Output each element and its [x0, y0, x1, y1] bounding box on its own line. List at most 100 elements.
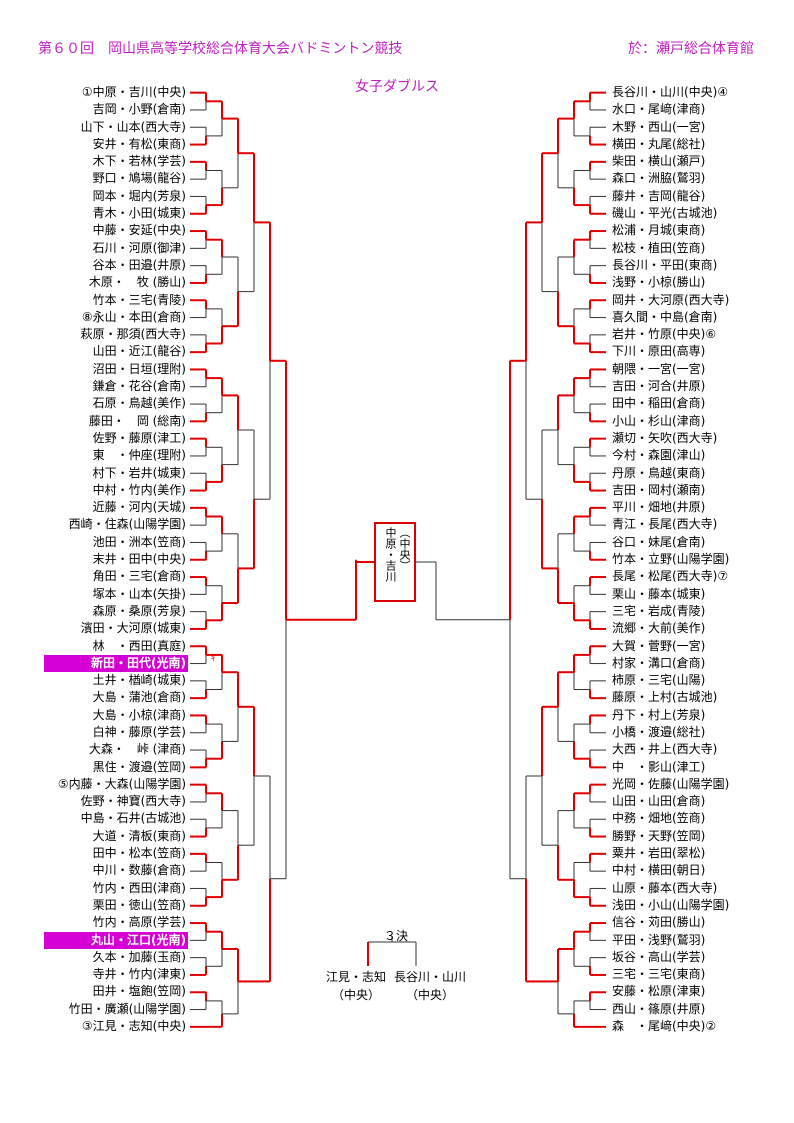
- left-entry: 中藤・安延(中央): [92, 223, 186, 238]
- left-entry: 竹内・高原(学芸): [92, 915, 186, 930]
- left-entry: 竹本・三宅(青陵): [92, 292, 186, 307]
- right-entry: 中 ・影山(津工): [612, 759, 706, 774]
- right-entry: 村家・溝口(倉商): [612, 655, 706, 670]
- venue-label: 於：瀬戸総合体育館: [628, 41, 754, 57]
- right-entry: 三宅・三宅(東商): [612, 967, 706, 982]
- right-entry: 信谷・苅田(勝山): [612, 915, 706, 930]
- right-entry: 横田・丸尾(総社): [612, 136, 706, 151]
- left-entry: 中川・数藤(倉商): [92, 863, 186, 878]
- right-entry: 小山・杉山(津商): [612, 413, 706, 428]
- third-place-b-school: （中央）: [406, 988, 455, 1002]
- right-entry: 中村・横田(朝日): [612, 863, 706, 878]
- right-entry: 喜久間・中島(倉南): [612, 309, 718, 324]
- right-entry: 朝隈・一宮(一宮): [612, 361, 706, 376]
- third-place-pair-a: 江見・志知 （中央）: [326, 968, 386, 1004]
- right-entry: 丹下・村上(芳泉): [612, 707, 706, 722]
- left-entry: 吉岡・小野(倉南): [92, 102, 186, 117]
- left-entry: 大森・ 峠 (津商): [88, 742, 186, 757]
- left-entry: 田中・松本(笠商): [92, 846, 186, 861]
- left-entry: 林 ・西田(真庭): [92, 638, 186, 653]
- third-place-title: ３決: [384, 929, 409, 943]
- right-entry: 山田・山田(倉商): [612, 794, 706, 809]
- champion-school: （中央）: [398, 527, 411, 571]
- left-entry: 黒住・渡邉(笠岡): [92, 759, 186, 774]
- left-entry: 沼田・日垣(理附): [92, 361, 186, 376]
- left-entry: 塚本・山本(矢掛): [92, 586, 186, 601]
- left-entry: 濱田・大河原(城東): [80, 621, 186, 636]
- right-entry: 西山・篠原(井原): [612, 1001, 706, 1016]
- left-entry: 谷本・田邉(井原): [92, 257, 186, 272]
- third-place-a-school: （中央）: [332, 988, 381, 1002]
- left-entry: 山田・近江(龍谷): [92, 344, 186, 359]
- left-entry: 鎌倉・花谷(倉南): [92, 379, 186, 394]
- right-entry: 今村・森園(津山): [612, 448, 706, 463]
- right-entry: 森 ・尾﨑(中央)②: [612, 1019, 717, 1034]
- left-entry: 萩原・那須(西大寺): [80, 327, 186, 342]
- left-entry: 青木・小田(城東): [92, 206, 186, 221]
- right-entry: 中務・畑地(笠商): [612, 811, 706, 826]
- left-entry: 大道・清板(東商): [92, 828, 186, 843]
- right-entry: 粟井・岩田(翠松): [612, 846, 706, 861]
- left-entry: 岡本・堀内(芳泉): [92, 188, 186, 203]
- left-entry: 池田・洲本(笠商): [92, 534, 186, 549]
- champion-name: 中原・吉川: [384, 527, 397, 582]
- right-entry: 丹原・鳥越(東商): [612, 465, 706, 480]
- left-entry: ①中原・吉川(中央): [81, 85, 186, 99]
- right-entry: 柴田・横山(瀬戸): [612, 154, 706, 169]
- right-entry: 木野・西山(一宮): [612, 119, 706, 134]
- right-entry: 下川・原田(高専): [612, 344, 706, 359]
- left-entry: 田井・塩飽(笠岡): [92, 984, 186, 999]
- left-entry: 栗田・徳山(笠商): [92, 897, 186, 912]
- bracket-note: ｷ: [211, 654, 216, 664]
- right-entry: 竹本・立野(山陽学園): [612, 552, 730, 567]
- third-place-a-name: 江見・志知: [326, 970, 387, 984]
- right-entry: 藤井・吉岡(龍谷): [612, 188, 706, 203]
- right-entry: 長谷川・山川(中央)④: [612, 85, 729, 99]
- left-entry: 新田・田代(光南): [44, 654, 188, 673]
- left-entry: 丸山・江口(光南): [44, 931, 188, 949]
- right-entry: 大賀・菅野(一宮): [612, 638, 706, 653]
- left-entry: 角田・三宅(倉商): [92, 569, 186, 584]
- left-entry: 安井・有松(東商): [92, 136, 186, 151]
- right-entry: 光岡・佐藤(山陽学園): [612, 776, 730, 791]
- champion-box: （中央） 中原・吉川: [374, 522, 416, 602]
- left-entry: 竹田・廣瀬(山陽学園): [68, 1001, 186, 1016]
- left-entry: 竹内・西田(津商): [92, 880, 186, 895]
- right-entry: 水口・尾﨑(津商): [612, 102, 706, 117]
- right-entry: 長尾・松尾(西大寺)⑦: [612, 569, 729, 584]
- left-entry: 近藤・河内(天城): [92, 500, 186, 515]
- third-place-pair-b: 長谷川・山川 （中央）: [394, 968, 466, 1004]
- right-entry: 浅野・小椋(勝山): [612, 275, 706, 290]
- right-entry: 瀬切・矢吹(西大寺): [612, 430, 718, 445]
- left-entry: 佐野・神寶(西大寺): [80, 794, 186, 809]
- left-entry-list: ①中原・吉川(中央)吉岡・小野(倉南)山下・山本(西大寺)安井・有松(東商)木下…: [44, 84, 188, 1035]
- right-entry: 長谷川・平田(東商): [612, 257, 718, 272]
- right-entry: 田中・稲田(倉商): [612, 396, 706, 411]
- right-entry: 松枝・植田(笠商): [612, 240, 706, 255]
- right-entry-list: 長谷川・山川(中央)④ 水口・尾﨑(津商) 木野・西山(一宮) 横田・丸尾(総社) 柴田…: [610, 84, 758, 1035]
- tournament-title: 第６０回 岡山県高等学校総合体育大会バドミントン競技: [38, 41, 403, 57]
- left-entry: 村下・岩井(城東): [92, 465, 186, 480]
- right-entry: 岩井・竹原(中央)⑥: [612, 327, 717, 342]
- right-entry: 栗山・藤本(城東): [612, 586, 706, 601]
- right-entry: 大西・井上(西大寺): [612, 742, 718, 757]
- left-entry: 久本・加藤(玉商): [92, 949, 186, 964]
- left-entry: 西崎・住森(山陽学園): [68, 517, 186, 532]
- right-entry: 青江・長尾(西大寺): [612, 517, 718, 532]
- left-entry: 白神・藤原(学芸): [92, 724, 186, 739]
- left-entry: 東 ・仲座(理附): [92, 448, 186, 463]
- left-entry: 大島・小椋(津商): [92, 707, 186, 722]
- right-entry: 柿原・三宅(山陽): [612, 673, 706, 688]
- third-place-b-name: 長谷川・山川: [394, 970, 467, 984]
- left-entry: 山下・山本(西大寺): [80, 119, 186, 134]
- right-entry: 平田・浅野(鷲羽): [612, 932, 706, 947]
- right-entry: 吉田・岡村(瀬南): [612, 482, 706, 497]
- right-entry: 三宅・岩成(青陵): [612, 603, 706, 618]
- right-entry: 勝野・天野(笠岡): [612, 828, 706, 843]
- right-entry: 谷口・妹尾(倉南): [612, 534, 706, 549]
- left-entry: 木原・ 牧 (勝山): [88, 275, 186, 290]
- left-entry: 大島・蒲池(倉商): [92, 690, 186, 705]
- left-entry: 石原・鳥越(美作): [92, 396, 186, 411]
- left-entry: 寺井・竹内(津東): [92, 967, 186, 982]
